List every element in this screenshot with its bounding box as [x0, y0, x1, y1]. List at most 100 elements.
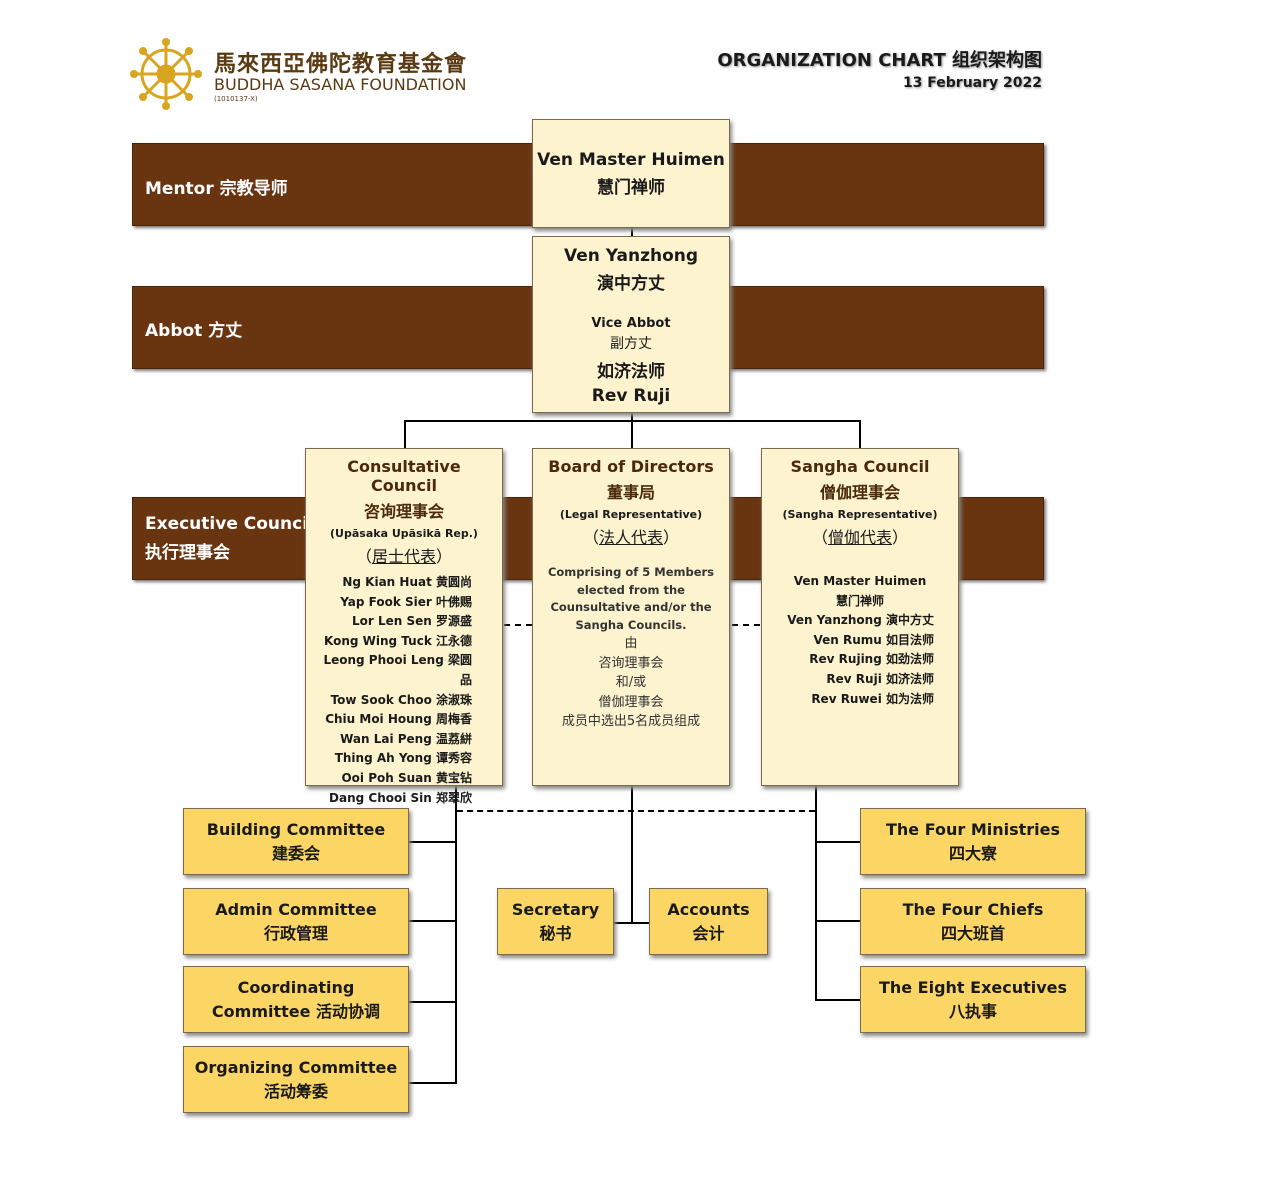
council-member: Rev Rujing 如劲法师: [809, 652, 934, 667]
building-committee-cn: 建委会: [271, 843, 320, 863]
connector-to-consultative: [404, 420, 406, 448]
sangha-council-box: Sangha Council 僧伽理事会 (Sangha Representat…: [761, 448, 959, 786]
council-member: Ven Yanzhong 演中方丈: [787, 613, 934, 628]
consultative-council-box: Consultative Council 咨询理事会 (Upāsaka Upās…: [305, 448, 503, 805]
connector-mentor-abbot: [631, 228, 633, 236]
org-name-english: BUDDHA SASANA FOUNDATION: [214, 75, 467, 94]
sangha-title-en: Sangha Council: [790, 457, 930, 476]
connector-councils-horizontal: [404, 420, 861, 422]
board-desc-cn-1: 由: [624, 636, 638, 651]
council-member: Tow Sook Choo 涂淑珠: [330, 692, 472, 707]
consultative-rep-en: (Upāsaka Upāsikā Rep.): [330, 527, 478, 540]
connector-four-ministries: [815, 841, 860, 843]
accounts-box: Accounts 会计: [649, 888, 768, 955]
consultative-title-cn: 咨询理事会: [363, 502, 444, 521]
vice-abbot-name-en: Rev Ruji: [591, 386, 671, 406]
abbot-band-label: Abbot 方丈: [145, 321, 243, 341]
connector-building: [409, 841, 457, 843]
coordinating-committee-cn: Committee 活动协调: [211, 1001, 381, 1021]
executive-band-label-en: Executive Councils: [145, 514, 324, 534]
mentor-box: Ven Master Huimen 慧门禅师: [532, 119, 730, 228]
coordinating-committee-en: Coordinating: [237, 977, 355, 997]
organizing-committee-box: Organizing Committee 活动筹委: [183, 1046, 409, 1113]
council-member: 慧门禅师: [835, 593, 884, 608]
four-chiefs-en: The Four Chiefs: [902, 899, 1044, 919]
board-title-cn: 董事局: [606, 483, 655, 502]
four-ministries-cn: 四大寮: [948, 843, 997, 863]
council-member: Kong Wing Tuck 江永德: [324, 633, 472, 648]
council-member: Ooi Poh Suan 黄宝钻: [341, 770, 472, 785]
executive-band-label-cn: 执行理事会: [145, 543, 230, 563]
council-member: Rev Ruji 如济法师: [826, 671, 934, 686]
eight-executives-box: The Eight Executives 八执事: [860, 966, 1086, 1033]
council-member: Ven Master Huimen: [793, 574, 927, 588]
mentor-name-en: Ven Master Huimen: [537, 150, 725, 170]
council-member: Lor Len Sen 罗源盛: [352, 614, 472, 629]
connector-right-trunk: [815, 786, 817, 1001]
eight-executives-en: The Eight Executives: [878, 977, 1068, 997]
board-desc-en-3: Counsultative and/or the: [550, 600, 712, 614]
dashed-link-board-sangha: [732, 624, 760, 626]
admin-committee-box: Admin Committee 行政管理: [183, 888, 409, 955]
sangha-rep-cn: 僧伽代表: [827, 528, 892, 547]
connector-organizing: [409, 1082, 457, 1084]
accounts-cn: 会计: [692, 923, 725, 943]
dashed-link-consultative-board: [504, 624, 532, 626]
board-desc-en-4: Sangha Councils.: [575, 617, 687, 632]
dharma-wheel-icon: [130, 38, 202, 110]
eight-executives-cn: 八执事: [948, 1001, 997, 1021]
board-desc-en-2: elected from the: [577, 582, 685, 597]
abbot-name-cn: 演中方丈: [597, 274, 665, 294]
admin-committee-en: Admin Committee: [215, 899, 377, 919]
council-member: Leong Phooi Leng 梁圆品: [323, 653, 472, 687]
board-title-en: Board of Directors: [548, 457, 714, 476]
mentor-band-label: Mentor 宗教导师: [145, 179, 288, 199]
board-rep-cn: 法人代表: [598, 528, 663, 547]
consultative-rep-cn: 居士代表: [371, 547, 436, 566]
connector-abbot-down: [631, 413, 633, 448]
secretary-box: Secretary 秘书: [497, 888, 614, 955]
connector-to-sangha: [859, 420, 861, 448]
vice-abbot-name-cn: 如济法师: [597, 362, 665, 382]
connector-admin: [409, 920, 457, 922]
connector-left-trunk: [455, 786, 457, 1084]
council-member: Chiu Moi Houng 周梅香: [325, 712, 472, 727]
council-member: Ven Rumu 如目法师: [813, 632, 935, 647]
org-registration-number: (1010137-X): [214, 95, 258, 103]
chart-date: 13 February 2022: [902, 75, 1042, 91]
four-ministries-en: The Four Ministries: [885, 819, 1061, 839]
mentor-name-cn: 慧门禅师: [597, 178, 665, 198]
board-desc-cn-3: 和/或: [615, 675, 647, 690]
accounts-en: Accounts: [667, 899, 750, 919]
connector-secretary-accounts: [612, 922, 650, 924]
board-desc-en-1: Comprising of 5 Members: [547, 565, 715, 579]
org-name-chinese: 馬來西亞佛陀教育基金會: [214, 52, 468, 77]
council-member: Thing Ah Yong 谭秀容: [334, 751, 472, 766]
four-ministries-box: The Four Ministries 四大寮: [860, 808, 1086, 875]
secretary-cn: 秘书: [539, 923, 572, 943]
four-chiefs-cn: 四大班首: [940, 923, 1005, 943]
board-of-directors-box: Board of Directors 董事局 (Legal Representa…: [532, 448, 730, 786]
connector-four-chiefs: [815, 920, 860, 922]
chart-title: ORGANIZATION CHART 组织架构图: [717, 50, 1042, 71]
sangha-rep-en: (Sangha Representative): [782, 508, 938, 521]
council-member: Dang Chooi Sin 郑翠欣: [329, 790, 472, 805]
board-desc-cn-5: 成员中选出5名成员组成: [561, 714, 701, 729]
admin-committee-cn: 行政管理: [263, 923, 328, 943]
four-chiefs-box: The Four Chiefs 四大班首: [860, 888, 1086, 955]
council-member: Rev Ruwei 如为法师: [811, 691, 934, 706]
secretary-en: Secretary: [511, 899, 600, 919]
connector-coordinating: [409, 1001, 457, 1003]
coordinating-committee-box: Coordinating Committee 活动协调: [183, 966, 409, 1033]
organizing-committee-en: Organizing Committee: [194, 1057, 398, 1077]
consultative-title-en: Consultative Council: [347, 457, 461, 495]
connector-center-trunk: [631, 786, 633, 924]
building-committee-en: Building Committee: [206, 819, 386, 839]
board-desc-cn-2: 咨询理事会: [598, 655, 664, 671]
vice-abbot-label-cn: 副方丈: [610, 336, 652, 352]
abbot-name-en: Ven Yanzhong: [563, 246, 699, 266]
dashed-link-bottom: [457, 810, 815, 812]
council-member: Wan Lai Peng 温荔絣: [340, 731, 472, 746]
board-desc-cn-4: 僧伽理事会: [598, 694, 664, 710]
